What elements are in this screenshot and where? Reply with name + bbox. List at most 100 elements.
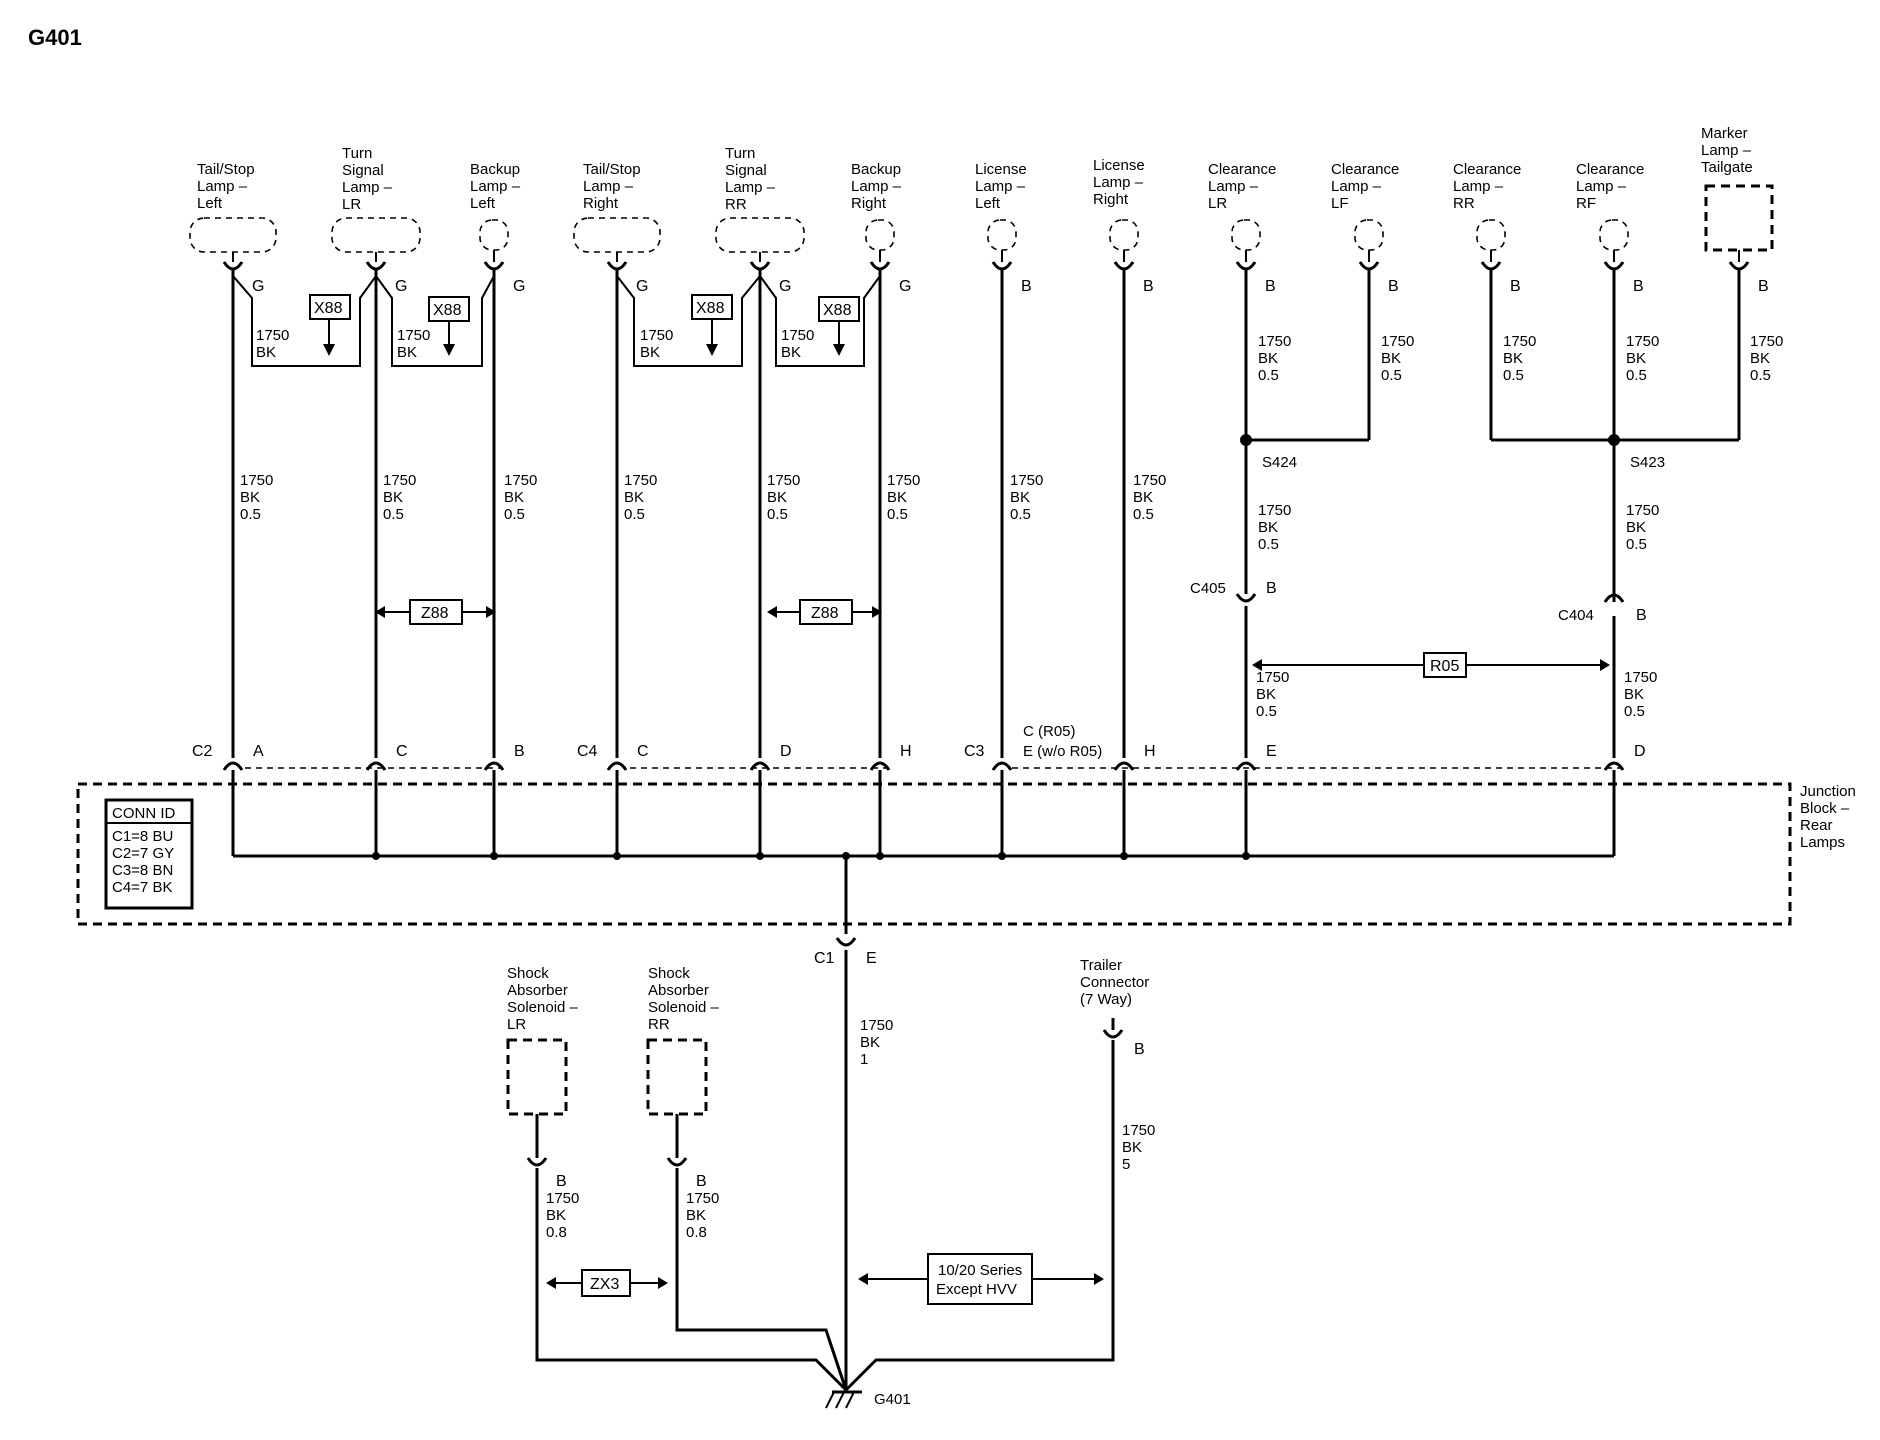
lamp-turn-signal-lr <box>331 217 421 253</box>
lamp-license-right <box>1109 219 1139 251</box>
svg-text:ZX3: ZX3 <box>590 1276 619 1293</box>
svg-text:Left: Left <box>470 195 496 212</box>
lamp-pin-labels: G G G G G G B B B B B B B <box>252 278 1769 295</box>
svg-text:B: B <box>1143 278 1154 295</box>
svg-text:BK: BK <box>1626 350 1646 367</box>
svg-text:Left: Left <box>975 195 1001 212</box>
label-turn-signal-rr: Turn Signal Lamp – RR <box>725 145 776 213</box>
svg-text:BK: BK <box>546 1207 566 1224</box>
svg-text:X88: X88 <box>696 300 725 317</box>
x88-option-2: X88 <box>428 296 470 356</box>
svg-text:5: 5 <box>1122 1156 1130 1173</box>
svg-text:C3: C3 <box>964 743 985 760</box>
lamp-clearance-rf <box>1599 219 1629 251</box>
svg-text:1750: 1750 <box>624 472 657 489</box>
ground-g401: G401 <box>825 1390 911 1409</box>
svg-text:BK: BK <box>1256 686 1276 703</box>
svg-text:BK: BK <box>504 489 524 506</box>
svg-text:BK: BK <box>240 489 260 506</box>
lamp-connectors <box>222 250 1750 271</box>
lamp-clearance-lr <box>1231 219 1261 251</box>
svg-text:R05: R05 <box>1430 658 1459 675</box>
x88-branches <box>232 275 881 367</box>
svg-text:C404: C404 <box>1558 607 1594 624</box>
svg-text:1750: 1750 <box>640 327 673 344</box>
svg-text:1750: 1750 <box>397 327 430 344</box>
lower-wire-labels: 1750 BK 0.8 1750 BK 0.8 1750 BK 5 <box>546 1122 1155 1241</box>
svg-text:1750: 1750 <box>383 472 416 489</box>
upper-wires <box>231 270 1741 758</box>
svg-text:Junction: Junction <box>1800 783 1856 800</box>
label-trailer-connector: Trailer Connector (7 Way) <box>1080 957 1149 1008</box>
svg-text:Right: Right <box>851 195 887 212</box>
svg-text:Z88: Z88 <box>421 605 449 622</box>
svg-text:LF: LF <box>1331 195 1349 212</box>
svg-text:0.5: 0.5 <box>1133 506 1154 523</box>
svg-text:Lamp –: Lamp – <box>1331 178 1382 195</box>
lamp-marker-tailgate <box>1704 184 1774 252</box>
svg-text:Lamp –: Lamp – <box>197 178 248 195</box>
svg-text:Absorber: Absorber <box>648 982 709 999</box>
svg-text:1750: 1750 <box>1258 333 1291 350</box>
svg-text:0.5: 0.5 <box>240 506 261 523</box>
svg-text:BK: BK <box>1010 489 1030 506</box>
x88-branch-labels: 1750 BK 1750 BK 1750 BK 1750 BK <box>256 327 814 361</box>
svg-text:BK: BK <box>781 344 801 361</box>
svg-text:Lamp –: Lamp – <box>583 178 634 195</box>
x88-option-4: X88 <box>818 296 860 356</box>
svg-text:Backup: Backup <box>470 161 520 178</box>
svg-text:BK: BK <box>624 489 644 506</box>
label-clearance-rf: Clearance Lamp – RF <box>1576 161 1644 212</box>
svg-text:Lamp –: Lamp – <box>470 178 521 195</box>
svg-text:G: G <box>513 278 525 295</box>
svg-text:D: D <box>780 743 792 760</box>
svg-text:1750: 1750 <box>1122 1122 1155 1139</box>
svg-text:0.5: 0.5 <box>1624 703 1645 720</box>
svg-text:Lamp –: Lamp – <box>851 178 902 195</box>
svg-text:Backup: Backup <box>851 161 901 178</box>
lamp-tail-stop-left <box>189 217 277 253</box>
svg-text:BK: BK <box>1258 350 1278 367</box>
svg-text:0.5: 0.5 <box>1750 367 1771 384</box>
svg-text:Solenoid –: Solenoid – <box>507 999 579 1016</box>
svg-text:Lamp –: Lamp – <box>1093 174 1144 191</box>
svg-text:Lamp –: Lamp – <box>725 179 776 196</box>
svg-text:1750: 1750 <box>686 1190 719 1207</box>
c1-wire-label: 1750 BK 1 <box>860 1017 893 1068</box>
shock-absorber-lr-body <box>506 1038 568 1116</box>
svg-text:C: C <box>637 743 649 760</box>
z88-option-2: Z88 <box>767 599 882 625</box>
svg-text:0.8: 0.8 <box>546 1224 567 1241</box>
svg-text:0.5: 0.5 <box>767 506 788 523</box>
label-clearance-rr: Clearance Lamp – RR <box>1453 161 1521 212</box>
svg-text:1750: 1750 <box>1258 502 1291 519</box>
svg-text:0.5: 0.5 <box>1010 506 1031 523</box>
jb-connector-labels: C2 A C B C4 C D H C3 C (R05) E (w/o R05)… <box>192 723 1646 760</box>
svg-text:X88: X88 <box>314 300 343 317</box>
svg-text:Rear: Rear <box>1800 817 1833 834</box>
svg-text:0.5: 0.5 <box>1258 536 1279 553</box>
svg-text:BK: BK <box>1381 350 1401 367</box>
svg-text:BK: BK <box>383 489 403 506</box>
x88-option-1: X88 <box>309 294 351 356</box>
svg-text:Left: Left <box>197 195 223 212</box>
svg-text:Marker: Marker <box>1701 125 1748 142</box>
svg-text:BK: BK <box>686 1207 706 1224</box>
svg-text:Clearance: Clearance <box>1453 161 1521 178</box>
svg-text:B: B <box>1265 278 1276 295</box>
svg-text:C1=8 BU: C1=8 BU <box>112 828 173 845</box>
svg-text:BK: BK <box>1258 519 1278 536</box>
splice-s424: S424 <box>1240 434 1297 471</box>
svg-text:BK: BK <box>1626 519 1646 536</box>
label-shock-absorber-lr: Shock Absorber Solenoid – LR <box>507 965 579 1033</box>
lamp-license-left <box>987 219 1017 251</box>
svg-text:Lamps: Lamps <box>1800 834 1845 851</box>
junction-block-label: Junction Block – Rear Lamps <box>1800 783 1856 851</box>
svg-text:1750: 1750 <box>240 472 273 489</box>
svg-text:0.5: 0.5 <box>1626 367 1647 384</box>
svg-text:0.5: 0.5 <box>1503 367 1524 384</box>
lamp-backup-left <box>479 219 509 251</box>
svg-text:Clearance: Clearance <box>1208 161 1276 178</box>
svg-text:Absorber: Absorber <box>507 982 568 999</box>
